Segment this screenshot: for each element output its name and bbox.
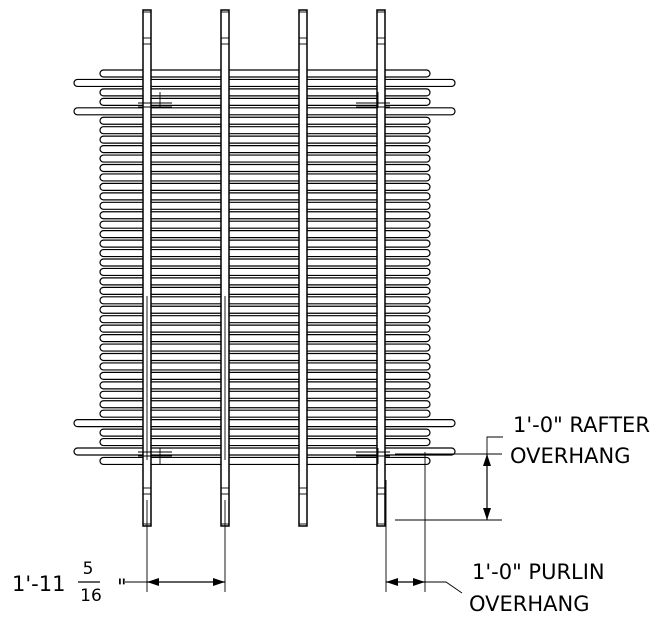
purlin-slat [99,305,431,314]
purlin-slat [99,97,431,106]
purlin-slat [99,211,431,220]
purlin-slat [99,437,431,447]
purlin-slat [73,447,456,456]
purlin-slat [99,409,431,418]
rafter-spacing-dimension [125,500,226,592]
rafter-spacing-inch-mark: " [117,575,127,599]
rafter-member [376,9,386,527]
purlin-slat [99,126,431,135]
rafter-member [298,9,308,527]
purlin-slat [99,145,431,154]
purlin-slat [99,371,431,380]
rafter-spacing-numerator: 5 [83,559,94,579]
purlin-slat [99,69,431,78]
purlin-slat [99,362,431,371]
purlin-slat [99,230,431,239]
purlin-slat [99,343,431,352]
purlin-slat [99,296,431,305]
purlin-slat [99,154,431,163]
rafter-spacing-denominator: 16 [80,586,102,606]
purlin-slat [99,192,431,201]
purlin-slat [99,428,431,437]
purlin-slat [99,381,431,390]
rafter-overhang-dimension [395,436,503,521]
rafter-overhang-label-line1: 1'-0" RAFTER [513,413,650,437]
purlin-overhang-label-line2: OVERHANG [469,592,590,616]
purlin-slat [73,419,456,428]
purlin-slat [73,78,456,88]
purlin-slats [73,69,456,466]
purlin-slat [99,201,431,210]
corner-brackets [138,92,390,464]
purlin-slat [99,352,431,362]
rafter-overhang-label-line2: OVERHANG [510,444,631,468]
purlin-slat [99,248,431,258]
purlin-slat [99,258,431,267]
purlin-slat [99,88,431,97]
purlin-overhang-dimension [385,452,463,594]
purlin-slat [99,456,431,466]
purlin-slat [99,163,431,173]
purlin-slat [99,286,431,295]
purlin-slat [99,182,431,191]
purlin-slat [99,315,431,324]
purlin-slat [99,116,431,125]
purlin-slat [99,390,431,399]
purlin-slat [99,324,431,333]
rafter-members [142,9,386,527]
rafter-spacing-whole: 1'-11 [12,572,65,596]
purlin-slat [99,239,431,248]
purlin-slat [99,267,431,277]
purlin-slat [73,107,456,116]
purlin-slat [99,400,431,409]
purlin-slat [99,334,431,343]
purlin-slat [99,277,431,286]
purlin-slat [99,220,431,229]
purlin-slat [99,135,431,144]
purlin-overhang-label-line1: 1'-0" PURLIN [472,560,605,584]
purlin-slat [99,173,431,182]
